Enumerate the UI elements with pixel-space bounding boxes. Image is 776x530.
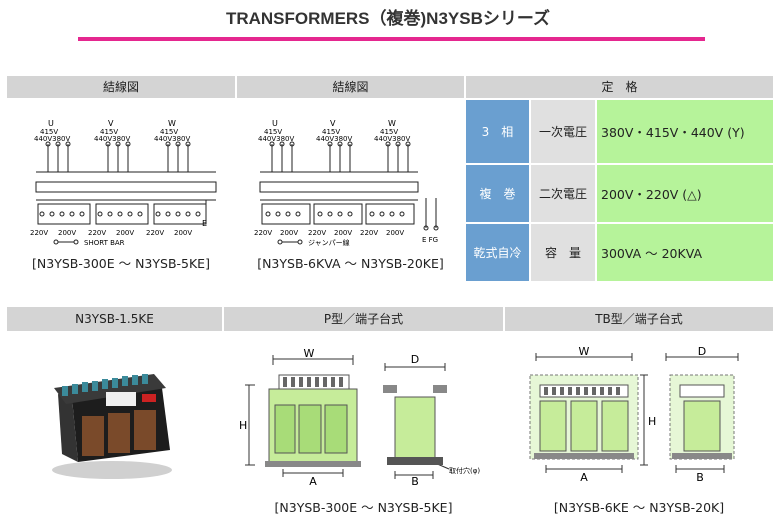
svg-text:SHORT BAR: SHORT BAR [84, 239, 125, 247]
svg-text:220V: 220V [360, 229, 378, 237]
dim-w: W [304, 347, 315, 360]
svg-text:415V: 415V [322, 128, 340, 136]
spec-value-primary: 380V・415V・440V (Y) [597, 100, 773, 163]
svg-text:220V: 220V [146, 229, 164, 237]
svg-text:440V380V: 440V380V [154, 135, 191, 143]
spec-value-secondary: 200V・220V (△) [597, 165, 773, 222]
svg-text:440V380V: 440V380V [258, 135, 295, 143]
svg-text:ジャンパー線: ジャンパー線 [308, 238, 350, 247]
caption-tb-type: [N3YSB-6KE ～ N3YSB-20K] [553, 500, 725, 515]
svg-text:440V380V: 440V380V [316, 135, 353, 143]
caption-wiring-left: [N3YSB-300E ～ N3YSB-5KE] [32, 256, 210, 271]
spec-name-primary: 一次電圧 [531, 100, 595, 163]
caption-wiring-right: [N3YSB-6KVA ～ N3YSB-20KE] [257, 256, 444, 271]
caption-p-type: [N3YSB-300E ～ N3YSB-5KE] [274, 500, 453, 515]
svg-text:W: W [168, 119, 176, 128]
svg-text:E FG: E FG [422, 236, 438, 244]
header-wiring-left: 結線図 [7, 76, 235, 98]
svg-text:220V: 220V [254, 229, 272, 237]
phase-group [45, 141, 71, 172]
svg-text:200V: 200V [334, 229, 352, 237]
svg-text:220V: 220V [88, 229, 106, 237]
svg-text:415V: 415V [160, 128, 178, 136]
svg-text:440V380V: 440V380V [374, 135, 411, 143]
svg-text:200V: 200V [280, 229, 298, 237]
dim-hole: 取付穴(φ) [449, 466, 480, 475]
header-ratings: 定 格 [466, 76, 773, 98]
svg-text:200V: 200V [174, 229, 192, 237]
svg-text:W: W [388, 119, 396, 128]
svg-text:415V: 415V [100, 128, 118, 136]
tb-type-drawing: W H A D B [529, 345, 739, 484]
svg-text:200V: 200V [116, 229, 134, 237]
svg-text:E: E [202, 219, 207, 228]
header-p-type: P型／端子台式 [224, 307, 503, 331]
page-title: TRANSFORMERS（複巻)N3YSBシリーズ [225, 9, 551, 28]
header-model: N3YSB-1.5KE [7, 307, 222, 331]
svg-text:415V: 415V [40, 128, 58, 136]
svg-text:200V: 200V [58, 229, 76, 237]
svg-text:W: W [579, 345, 590, 358]
svg-text:H: H [648, 415, 656, 428]
svg-text:220V: 220V [30, 229, 48, 237]
svg-text:220V: 220V [308, 229, 326, 237]
wiring-diagram-left: U V W 415V 415V 415V 440V380V 440V380V 4… [30, 119, 217, 247]
dim-a: A [309, 475, 317, 485]
header-wiring-right: 結線図 [237, 76, 464, 98]
spec-label-phase: 3 相 [466, 100, 529, 163]
svg-text:D: D [698, 345, 706, 358]
svg-text:440V380V: 440V380V [34, 135, 71, 143]
title-underline [78, 37, 705, 41]
svg-text:V: V [108, 119, 114, 128]
svg-text:440V380V: 440V380V [94, 135, 131, 143]
transformer-photo [52, 374, 172, 479]
wiring-diagram-right: U V W 415V 415V 415V 440V380V 440V380V 4… [254, 119, 439, 247]
phase-label: U [48, 119, 54, 128]
dim-d: D [411, 353, 419, 366]
spec-value-capacity: 300VA ～ 20KVA [597, 224, 773, 281]
svg-text:415V: 415V [380, 128, 398, 136]
spec-label-winding: 複 巻 [466, 165, 529, 222]
p-type-drawing: W H A D B 取付穴(φ) [239, 347, 480, 485]
svg-text:200V: 200V [386, 229, 404, 237]
svg-text:V: V [330, 119, 336, 128]
svg-text:U: U [272, 119, 278, 128]
svg-text:B: B [696, 471, 704, 484]
dim-b: B [411, 475, 419, 485]
header-tb-type: TB型／端子台式 [505, 307, 773, 331]
dim-h: H [239, 419, 247, 432]
svg-text:415V: 415V [264, 128, 282, 136]
spec-label-cooling: 乾式自冷 [466, 224, 529, 281]
spec-name-secondary: 二次電圧 [531, 165, 595, 222]
spec-name-capacity: 容 量 [531, 224, 595, 281]
svg-text:A: A [580, 471, 588, 484]
